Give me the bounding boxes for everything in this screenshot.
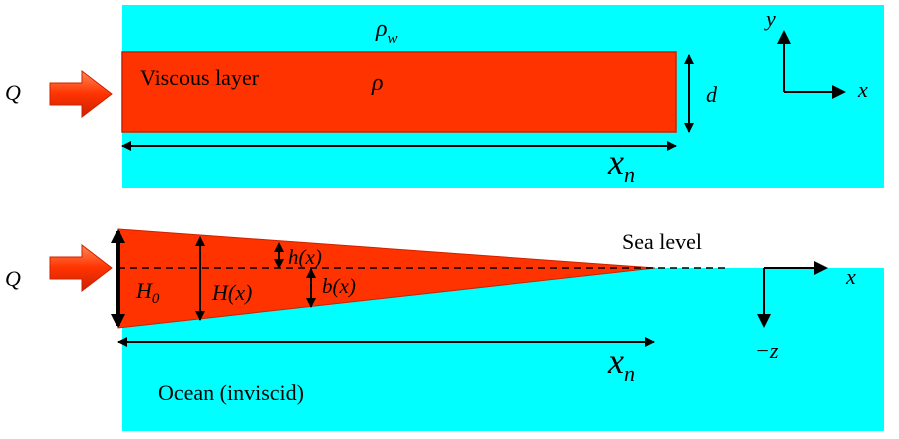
x-axis-label-top: x xyxy=(857,77,868,102)
viscous-layer-rect xyxy=(121,51,677,133)
length-label-side: xn xyxy=(607,341,635,386)
inflow-arrow-side xyxy=(49,243,113,293)
length-label-top: xn xyxy=(607,142,635,187)
inlet-thickness-label: H0 xyxy=(135,278,160,307)
draft-label: b(x) xyxy=(322,274,356,298)
ocean-label: Ocean (inviscid) xyxy=(158,380,304,405)
inflow-arrow-top xyxy=(49,69,113,119)
freeboard-label: h(x) xyxy=(288,245,322,269)
layer-density-label: ρ xyxy=(371,70,384,96)
width-label: d xyxy=(706,82,718,107)
water-density-label: ρw xyxy=(375,16,398,47)
flux-label-side: Q xyxy=(5,266,21,291)
z-axis-label: −z xyxy=(755,338,779,363)
sea-level-label: Sea level xyxy=(622,229,702,254)
flux-label-top: Q xyxy=(5,80,21,105)
y-axis-label: y xyxy=(764,6,776,31)
thickness-label: H(x) xyxy=(211,280,252,305)
viscous-layer-label: Viscous layer xyxy=(140,65,260,90)
x-axis-label-side: x xyxy=(845,264,856,289)
